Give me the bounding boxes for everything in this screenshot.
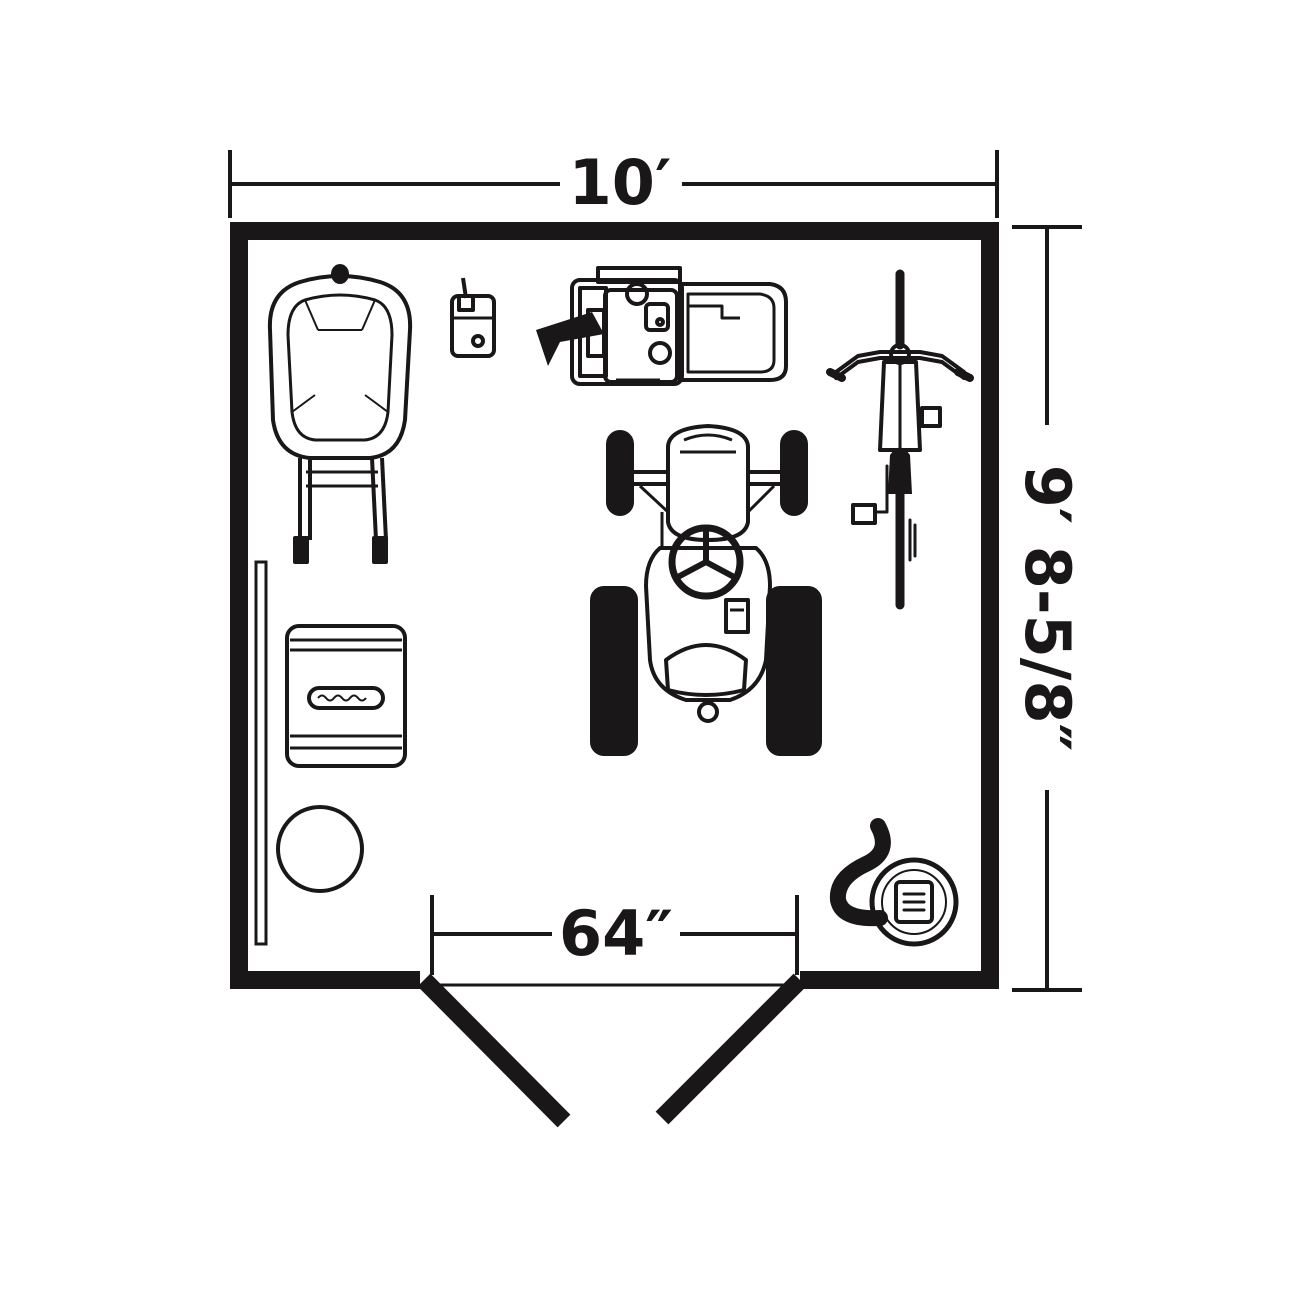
depth-label: 9′ 8-5/8″ (1011, 465, 1084, 752)
width-dimension (228, 150, 999, 218)
push-mower-icon (536, 266, 788, 386)
depth-dimension (1012, 225, 1082, 992)
wall-shelf (254, 560, 268, 946)
shed-walls (230, 222, 999, 989)
door-left (417, 973, 571, 1128)
cooler-icon (285, 624, 407, 768)
grill-icon (267, 264, 413, 564)
riding-mower-icon (590, 424, 822, 756)
gas-can-icon (450, 277, 496, 358)
door-dimension (427, 895, 800, 987)
bucket-icon (276, 805, 364, 893)
bicycle-icon (826, 269, 974, 610)
door-right (655, 973, 807, 1125)
hose-reel-icon (829, 818, 959, 947)
width-label: 10′ (569, 146, 672, 219)
door-label: 64″ (559, 897, 673, 970)
